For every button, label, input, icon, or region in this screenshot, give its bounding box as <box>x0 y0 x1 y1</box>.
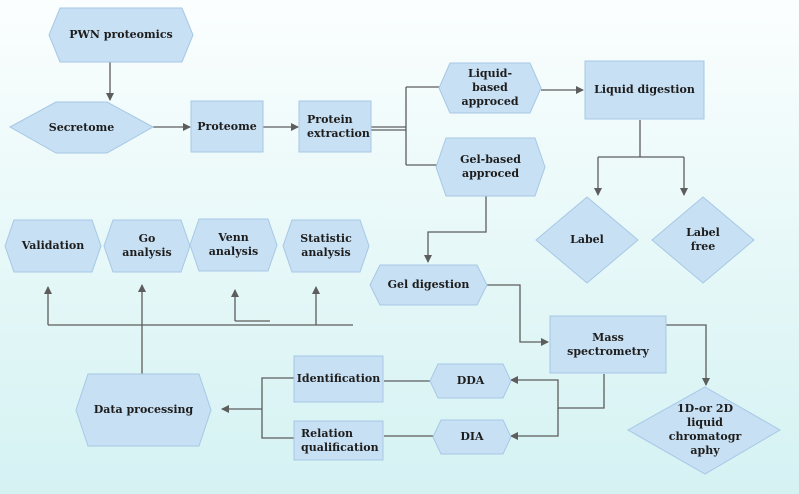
liquid-based-shape <box>438 62 542 114</box>
secretome-shape <box>8 101 155 154</box>
statistic-analysis-shape <box>282 219 370 273</box>
connectors <box>44 62 710 440</box>
connector-extraction-branch <box>371 87 407 165</box>
validation-shape <box>4 219 102 273</box>
pwn-proteomics-shape <box>48 7 194 63</box>
identification-shape <box>293 355 384 403</box>
arrow-mass-spec-to-lc <box>666 324 710 386</box>
gel-digestion-shape <box>369 264 488 306</box>
arrow-gel-digestion-to-mass-spec <box>486 284 549 346</box>
nodes <box>4 7 781 475</box>
arrow-gel-based-to-gel-digestion <box>424 196 487 263</box>
connector-liquid-digestion-split <box>598 120 684 158</box>
dda-shape <box>429 363 512 399</box>
arrow-to-data-processing <box>222 377 294 439</box>
lc-shape <box>626 386 781 475</box>
go-analysis-shape <box>103 219 191 273</box>
data-processing-shape <box>75 373 212 447</box>
dia-shape <box>432 419 512 455</box>
arrow-mass-spec-to-dia <box>510 408 559 440</box>
relation-qualification-shape <box>293 420 384 461</box>
label-free-shape <box>651 196 755 284</box>
protein-extraction-shape <box>298 100 372 153</box>
venn-analysis-shape <box>189 218 278 272</box>
label-shape <box>535 196 639 284</box>
gel-based-shape <box>435 137 546 197</box>
arrow-mass-spec-to-dda <box>510 374 605 409</box>
proteome-shape <box>190 100 264 153</box>
connector-analysis-bus <box>48 320 353 326</box>
liquid-digestion-shape <box>584 60 705 120</box>
mass-spectrometry-shape <box>549 315 667 374</box>
